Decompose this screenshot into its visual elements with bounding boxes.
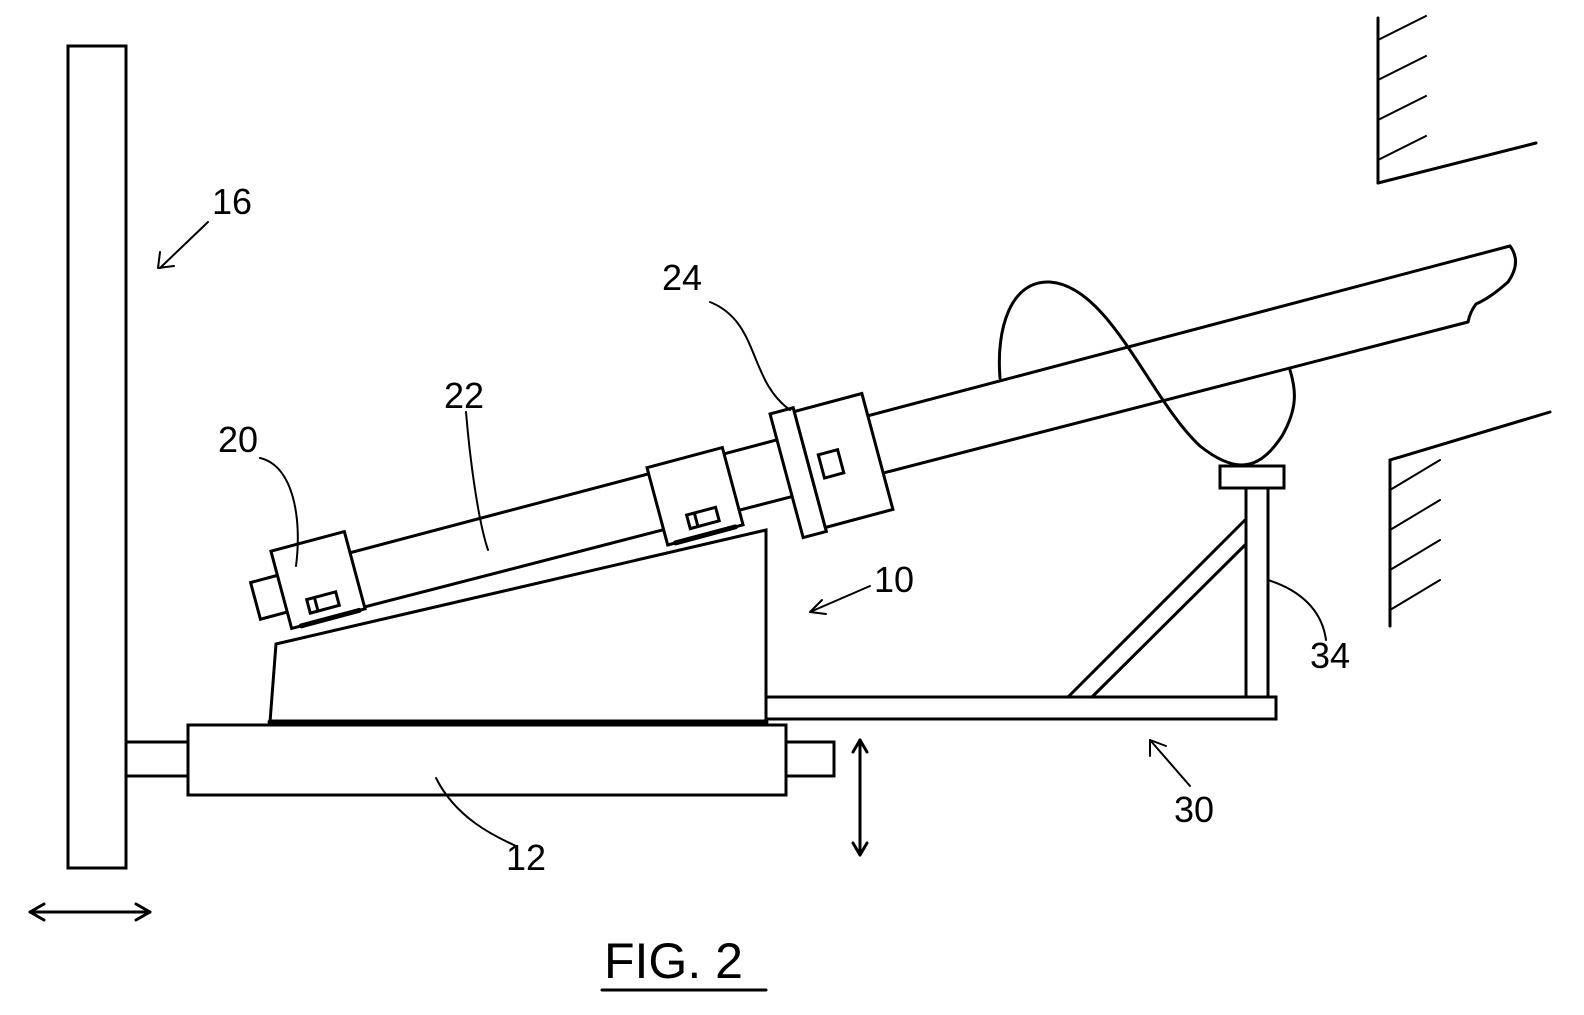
auger-flight: [999, 282, 1294, 465]
label-24: 24: [662, 257, 702, 298]
leader-24: [710, 302, 790, 410]
carriage-stub: [786, 742, 834, 776]
label-20: 20: [218, 419, 258, 460]
vertical-motion-arrow: [853, 740, 867, 855]
label-22: 22: [444, 375, 484, 416]
leader-34: [1268, 580, 1326, 640]
connecting-rod: [126, 742, 190, 776]
leader-22: [466, 412, 488, 550]
horizontal-motion-arrow: [30, 904, 150, 920]
support-post-34: [1246, 488, 1268, 697]
vertical-post: [68, 46, 126, 868]
platform-30: [766, 697, 1276, 719]
coupling-24: [770, 390, 894, 538]
lower-wall: [1390, 412, 1550, 626]
leader-16: [158, 222, 208, 268]
label-12: 12: [506, 837, 546, 878]
label-10: 10: [874, 559, 914, 600]
label-34: 34: [1310, 635, 1350, 676]
leader-10: [810, 586, 870, 614]
label-30: 30: [1174, 789, 1214, 830]
diagonal-brace: [1068, 520, 1245, 697]
support-cap: [1220, 466, 1284, 488]
label-16: 16: [212, 181, 252, 222]
carriage-12: [188, 725, 786, 795]
upper-wall: [1378, 16, 1536, 183]
figure-caption: FIG. 2: [604, 933, 743, 989]
leader-30: [1150, 740, 1190, 786]
